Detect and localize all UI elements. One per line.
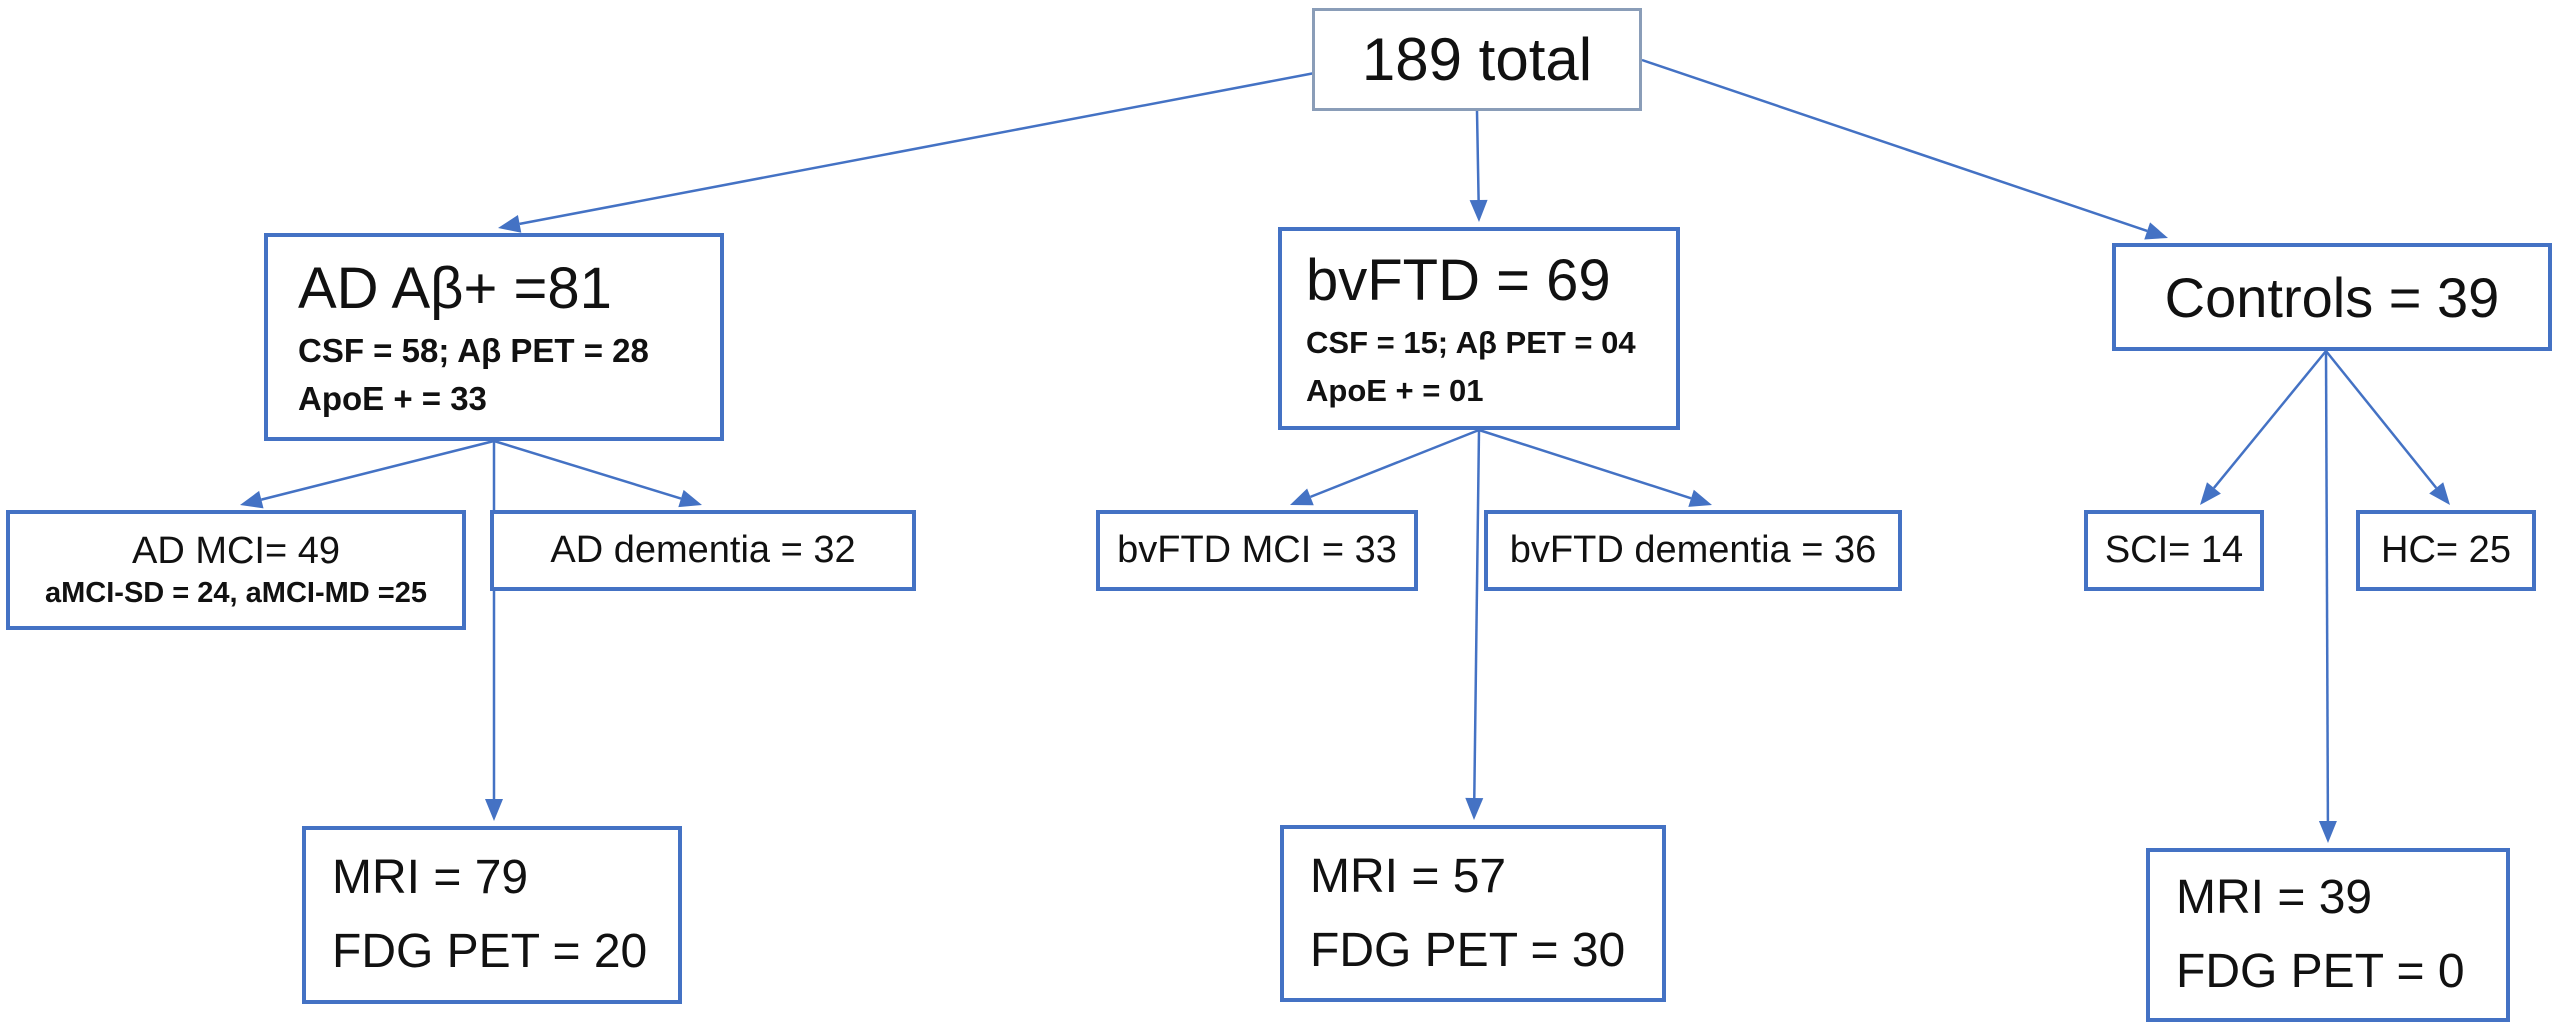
root-label: 189 total — [1361, 26, 1593, 93]
bvftd-imaging-node: MRI = 57 FDG PET = 30 — [1280, 825, 1666, 1002]
bvftd-dementia-label: bvFTD dementia = 36 — [1509, 529, 1877, 571]
arrow-ad-to-imaging — [485, 441, 503, 821]
arrow-bvftd-to-mci — [1290, 428, 1480, 506]
arrow-root-to-ad — [498, 70, 1321, 233]
controls-title: Controls = 39 — [2164, 265, 2500, 329]
arrow-controls-to-imaging — [2318, 350, 2337, 843]
controls-node: Controls = 39 — [2112, 243, 2552, 351]
controls-mri-label: MRI = 39 — [2176, 871, 2373, 924]
hc-node: HC= 25 — [2356, 510, 2536, 591]
arrow-controls-to-hc — [2325, 350, 2450, 505]
arrow-bvftd-to-imaging — [1465, 429, 1484, 820]
ad-node: AD Aβ+ =81 CSF = 58; Aβ PET = 28 ApoE + … — [264, 233, 724, 441]
arrow-ad-to-dementia — [493, 439, 702, 508]
controls-imaging-node: MRI = 39 FDG PET = 0 — [2146, 848, 2510, 1022]
arrow-ad-to-mci — [240, 439, 495, 509]
hc-label: HC= 25 — [2381, 529, 2511, 571]
bvftd-dementia-node: bvFTD dementia = 36 — [1484, 510, 1902, 591]
arrow-bvftd-to-dementia — [1478, 428, 1712, 507]
ad-dementia-label: AD dementia = 32 — [550, 529, 856, 571]
ad-title: AD Aβ+ =81 — [298, 256, 612, 321]
controls-fdg-label: FDG PET = 0 — [2176, 945, 2465, 998]
bvftd-mci-node: bvFTD MCI = 33 — [1096, 510, 1418, 591]
root-node: 189 total — [1312, 8, 1642, 111]
ad-mci-node: AD MCI= 49 aMCI-SD = 24, aMCI-MD =25 — [6, 510, 466, 630]
bvftd-node: bvFTD = 69 CSF = 15; Aβ PET = 04 ApoE + … — [1278, 227, 1680, 430]
bvftd-mci-label: bvFTD MCI = 33 — [1117, 529, 1397, 571]
arrow-root-to-bvftd — [1469, 110, 1488, 222]
bvftd-mri-label: MRI = 57 — [1310, 849, 1507, 903]
bvftd-title: bvFTD = 69 — [1306, 247, 1611, 313]
sci-label: SCI= 14 — [2104, 529, 2244, 571]
sci-node: SCI= 14 — [2084, 510, 2264, 591]
ad-csf-pet: CSF = 58; Aβ PET = 28 — [298, 332, 649, 369]
ad-mci-sub: aMCI-SD = 24, aMCI-MD =25 — [45, 577, 427, 609]
bvftd-apoe: ApoE + = 01 — [1306, 372, 1484, 408]
bvftd-fdg-label: FDG PET = 30 — [1310, 923, 1626, 977]
ad-fdg-label: FDG PET = 20 — [332, 925, 648, 978]
ad-mri-label: MRI = 79 — [332, 851, 529, 904]
ad-apoe: ApoE + = 33 — [298, 380, 487, 417]
ad-mci-label: AD MCI= 49 — [131, 530, 341, 572]
ad-imaging-node: MRI = 79 FDG PET = 20 — [302, 826, 682, 1004]
arrow-root-to-controls — [1641, 58, 2168, 240]
arrow-controls-to-sci — [2200, 350, 2327, 505]
bvftd-csf-pet: CSF = 15; Aβ PET = 04 — [1306, 324, 1636, 360]
ad-dementia-node: AD dementia = 32 — [490, 510, 916, 591]
